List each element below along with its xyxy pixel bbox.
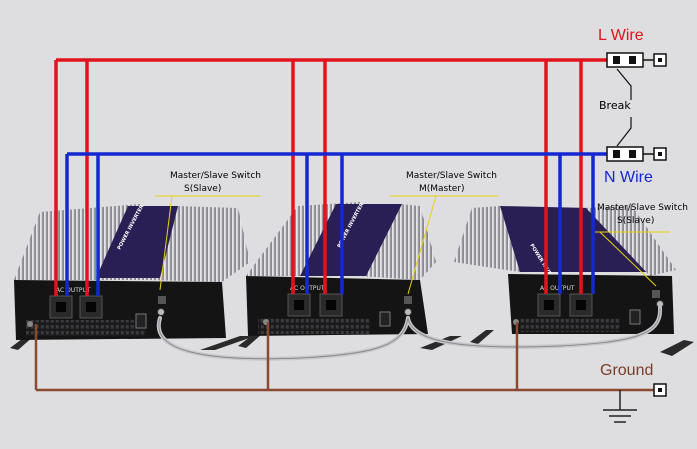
switch-leader-lines — [155, 195, 670, 295]
ac-socket-icon — [294, 300, 304, 310]
ground-terminal-icon — [27, 321, 33, 327]
break-label: Break — [599, 99, 631, 112]
n-wire-label: N Wire — [604, 169, 653, 186]
switch-title-1: Master/Slave Switch — [170, 171, 261, 181]
n-wire — [65, 152, 610, 296]
ac-socket-icon — [576, 300, 586, 310]
earth-ground-icon — [603, 390, 637, 423]
switch-mode-3: S(Slave) — [617, 216, 655, 226]
inverter-1: POWER INVERTER AC OUTPUT — [10, 204, 255, 350]
ac-socket-icon — [56, 302, 66, 312]
ac-socket-icon — [86, 302, 96, 312]
l-wire-label: L Wire — [598, 27, 644, 44]
breaker-l — [606, 52, 667, 68]
ac-socket-icon — [544, 300, 554, 310]
breaker-n — [606, 146, 667, 162]
switch-mode-1: S(Slave) — [184, 184, 222, 194]
inverter-3: POWER INVERTER AC OUTPUT — [454, 206, 694, 356]
ground-terminal — [653, 383, 667, 397]
l-wire — [54, 58, 610, 296]
ac-output-label: AC OUTPUT — [540, 285, 575, 292]
ac-socket-icon — [326, 300, 336, 310]
ground-label: Ground — [600, 362, 654, 379]
switch-title-2: Master/Slave Switch — [406, 171, 497, 181]
ac-output-label: AC OUTPUT — [56, 287, 91, 294]
rs-connector-icon — [157, 308, 165, 316]
rs-connector-icon — [404, 308, 412, 316]
switch-title-3: Master/Slave Switch — [597, 203, 688, 213]
ground-wire — [34, 322, 654, 392]
break-brace — [616, 68, 632, 147]
switch-mode-2: M(Master) — [419, 184, 465, 194]
